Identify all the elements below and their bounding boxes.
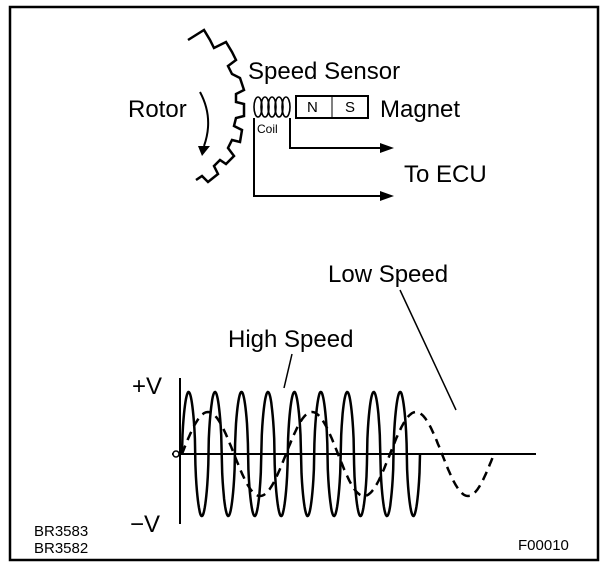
minus-v-label: −V — [130, 511, 160, 538]
to-ecu-label: To ECU — [404, 161, 487, 188]
rotation-arrowhead — [198, 146, 210, 156]
high-speed-leader — [283, 353, 293, 389]
speed-sensor-label: Speed Sensor — [248, 58, 400, 85]
ref-code-2: BR3582 — [34, 540, 88, 557]
magnet-s-label: S — [345, 99, 355, 116]
low-speed-leader — [399, 289, 457, 411]
coil-icon — [253, 96, 291, 118]
rotor-teeth — [187, 28, 246, 184]
wire-upper — [289, 118, 382, 149]
rotor-label: Rotor — [128, 96, 187, 123]
low-speed-waveform — [180, 410, 496, 498]
high-speed-label: High Speed — [228, 326, 353, 353]
low-speed-label: Low Speed — [328, 261, 448, 288]
magnet-n-label: N — [307, 99, 318, 116]
magnet-label: Magnet — [380, 96, 460, 123]
high-speed-waveform — [180, 390, 422, 518]
coil-label: Coil — [257, 122, 278, 136]
wire-lower — [253, 118, 382, 197]
figure-border — [8, 5, 600, 562]
figure-id: F00010 — [518, 537, 569, 554]
origin-marker — [172, 450, 180, 458]
rotation-arrow — [199, 91, 210, 147]
wire-lower-arrowhead — [380, 191, 394, 201]
plus-v-label: +V — [132, 373, 162, 400]
wire-upper-arrowhead — [380, 143, 394, 153]
ref-code-1: BR3583 — [34, 523, 88, 540]
